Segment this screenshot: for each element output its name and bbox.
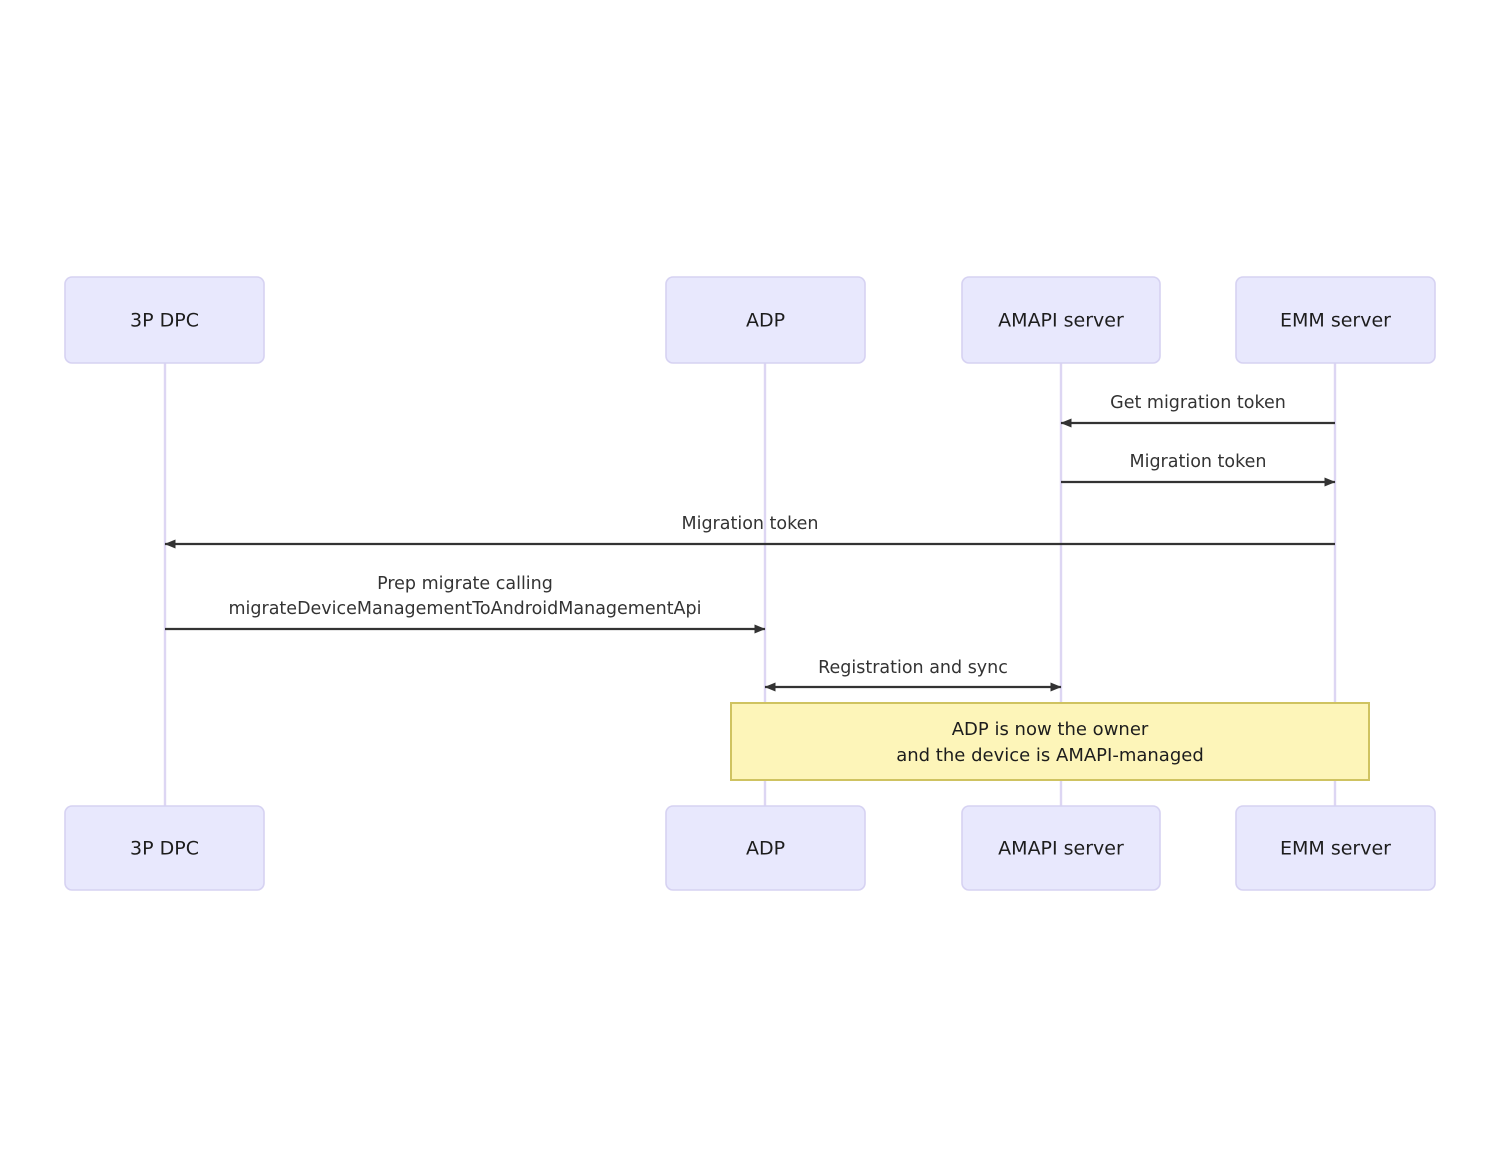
participant-emm-server-bottom[interactable]: EMM server (1235, 805, 1436, 891)
participant-amapi-server-top[interactable]: AMAPI server (961, 276, 1161, 364)
note-text-line1: ADP is now the owner (952, 719, 1149, 740)
message-label-migration-token-emm-to-dpc: Migration token (681, 514, 818, 534)
participant-amapi-server-bottom[interactable]: AMAPI server (961, 805, 1161, 891)
participant-box-amapi-server-top[interactable] (961, 276, 1161, 364)
note-box-adp-owner (730, 702, 1370, 781)
message-get-migration-token: Get migration token (1060, 393, 1335, 428)
participant-label-amapi-server-bottom: AMAPI server (998, 838, 1124, 860)
participant-3p-dpc-top[interactable]: 3P DPC (64, 276, 265, 364)
participant-label-emm-server-top: EMM server (1280, 310, 1391, 332)
participant-box-amapi-server-bottom[interactable] (961, 805, 1161, 891)
message-label-registration-and-sync: Registration and sync (818, 658, 1008, 678)
participant-box-emm-server-bottom[interactable] (1235, 805, 1436, 891)
participant-label-adp-bottom: ADP (746, 838, 785, 860)
message-label-migration-token-amapi-to-emm: Migration token (1129, 452, 1266, 472)
note-adp-owner: ADP is now the owner and the device is A… (730, 702, 1370, 781)
participant-label-emm-server-bottom: EMM server (1280, 838, 1391, 860)
participants-bottom: 3P DPC ADP AMAPI server EMM server (64, 805, 1436, 891)
participants-top: 3P DPC ADP AMAPI server EMM server (64, 276, 1436, 364)
participant-adp-top[interactable]: ADP (665, 276, 866, 364)
participant-box-3p-dpc-bottom[interactable] (64, 805, 265, 891)
message-migration-token-amapi-to-emm: Migration token (1061, 452, 1336, 487)
participant-3p-dpc-bottom[interactable]: 3P DPC (64, 805, 265, 891)
participant-label-adp-top: ADP (746, 310, 785, 332)
message-registration-and-sync: Registration and sync (764, 658, 1062, 692)
participant-box-adp-bottom[interactable] (665, 805, 866, 891)
message-label-get-migration-token: Get migration token (1110, 393, 1286, 413)
participant-box-emm-server-top[interactable] (1235, 276, 1436, 364)
note-text-line2: and the device is AMAPI-managed (896, 745, 1204, 766)
participant-emm-server-top[interactable]: EMM server (1235, 276, 1436, 364)
participant-box-3p-dpc-top[interactable] (64, 276, 265, 364)
message-migration-token-emm-to-dpc: Migration token (164, 514, 1335, 549)
participant-label-3p-dpc-bottom: 3P DPC (130, 838, 199, 860)
message-prep-migrate: Prep migrate calling migrateDeviceManage… (165, 574, 766, 634)
participant-adp-bottom[interactable]: ADP (665, 805, 866, 891)
message-label-prep-migrate-line1: Prep migrate calling (377, 574, 553, 594)
message-label-prep-migrate-line2: migrateDeviceManagementToAndroidManageme… (229, 599, 702, 619)
participant-label-amapi-server-top: AMAPI server (998, 310, 1124, 332)
participant-box-adp-top[interactable] (665, 276, 866, 364)
participant-label-3p-dpc-top: 3P DPC (130, 310, 199, 332)
